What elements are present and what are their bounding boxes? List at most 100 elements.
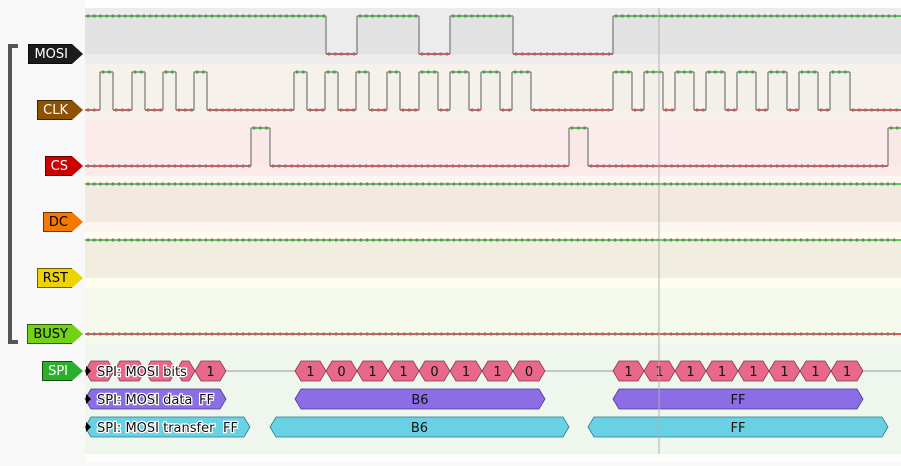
- annotation-data[interactable]: [294, 388, 546, 410]
- sample-dot: [290, 164, 293, 168]
- sample-dot: [279, 238, 282, 242]
- decoder-label-spi[interactable]: SPI: [42, 361, 83, 381]
- sample-dot: [105, 182, 108, 186]
- expand-arrow-icon[interactable]: [86, 366, 91, 376]
- sample-dot: [639, 14, 642, 18]
- annotation-bits[interactable]: [830, 360, 864, 382]
- sample-dot: [235, 164, 238, 168]
- sample-dot: [719, 238, 722, 242]
- sample-dot: [694, 182, 697, 186]
- sample-dot: [514, 238, 517, 242]
- sample-dot: [316, 332, 319, 336]
- annotation-bits[interactable]: [194, 360, 227, 382]
- sample-dot: [483, 238, 486, 242]
- sample-dot: [235, 14, 238, 18]
- sample-dot: [260, 332, 263, 336]
- sample-dot: [875, 164, 878, 168]
- sample-dot: [688, 238, 691, 242]
- sample-dot: [93, 108, 96, 112]
- sample-dot: [248, 238, 251, 242]
- sample-dot: [776, 70, 779, 74]
- channel-row-mosi: [85, 8, 901, 64]
- annotation-data[interactable]: [84, 388, 227, 410]
- channel-label-mosi[interactable]: MOSI: [28, 44, 83, 64]
- expand-arrow-icon[interactable]: [86, 422, 91, 432]
- sample-dot: [328, 52, 331, 56]
- sample-dot: [837, 182, 840, 186]
- sample-dot: [595, 108, 598, 112]
- sample-dot: [433, 52, 436, 56]
- sample-dot: [496, 332, 499, 336]
- sample-dot: [602, 164, 605, 168]
- sample-dot: [458, 14, 461, 18]
- sample-dot: [627, 164, 630, 168]
- sample-dot: [352, 52, 355, 56]
- sample-dot: [408, 108, 411, 112]
- sample-dot: [782, 70, 785, 74]
- sample-dot: [365, 164, 368, 168]
- sample-dot: [880, 182, 883, 186]
- sample-dot: [800, 238, 803, 242]
- sample-dot: [521, 182, 524, 186]
- sample-dot: [304, 182, 307, 186]
- sample-dot: [428, 238, 431, 242]
- high-fill: [294, 72, 307, 110]
- sample-dot: [446, 332, 449, 336]
- sample-dot: [196, 70, 199, 74]
- sample-dot: [421, 52, 424, 56]
- annotation-transfer[interactable]: [84, 416, 251, 438]
- sample-dot: [111, 14, 114, 18]
- annotation-text: 1: [624, 365, 632, 380]
- sample-dot: [204, 332, 207, 336]
- sample-dot: [334, 164, 337, 168]
- sample-dot: [409, 182, 412, 186]
- sample-dot: [714, 14, 717, 18]
- sample-dot: [452, 332, 455, 336]
- high-fill: [675, 72, 694, 110]
- sample-dot: [402, 14, 405, 18]
- channel-label-cs[interactable]: CS: [44, 156, 84, 176]
- high-fill: [251, 128, 270, 166]
- sample-dot: [93, 238, 96, 242]
- sample-dot: [490, 238, 493, 242]
- sample-dot: [676, 164, 679, 168]
- channel-label-dc[interactable]: DC: [42, 212, 84, 232]
- sample-dot: [161, 182, 164, 186]
- sample-dot: [831, 332, 834, 336]
- channel-label-busy[interactable]: BUSY: [27, 324, 83, 344]
- sample-dot: [682, 332, 685, 336]
- sample-dot: [136, 182, 139, 186]
- sample-dot: [458, 164, 461, 168]
- sample-dot: [273, 182, 276, 186]
- sample-dot: [645, 182, 648, 186]
- channel-label-clk[interactable]: CLK: [37, 100, 83, 120]
- sample-dot: [855, 332, 858, 336]
- annotation-transfer[interactable]: [587, 416, 889, 438]
- sample-dot: [651, 238, 654, 242]
- sample-dot: [789, 108, 792, 112]
- sample-dot: [806, 332, 809, 336]
- sample-dot: [576, 332, 579, 336]
- sample-dot: [389, 70, 392, 74]
- annotation-transfer[interactable]: [269, 416, 570, 438]
- sample-dot: [464, 14, 467, 18]
- sample-dot: [800, 164, 803, 168]
- annotation-data[interactable]: [612, 388, 864, 410]
- sample-dot: [526, 70, 529, 74]
- sample-dot: [248, 14, 251, 18]
- sample-dot: [514, 182, 517, 186]
- sample-dot: [893, 238, 896, 242]
- sample-dot: [353, 238, 356, 242]
- sample-dot: [340, 108, 343, 112]
- channel-group-bracket[interactable]: [8, 44, 18, 344]
- channel-label-rst[interactable]: RST: [36, 268, 84, 288]
- annotation-bits[interactable]: [512, 360, 546, 382]
- sample-dot: [793, 182, 796, 186]
- sample-dot: [278, 164, 281, 168]
- sample-dot: [87, 182, 90, 186]
- sample-dot: [483, 14, 486, 18]
- sample-dot: [700, 238, 703, 242]
- sample-dot: [571, 126, 574, 130]
- expand-arrow-icon[interactable]: [86, 394, 91, 404]
